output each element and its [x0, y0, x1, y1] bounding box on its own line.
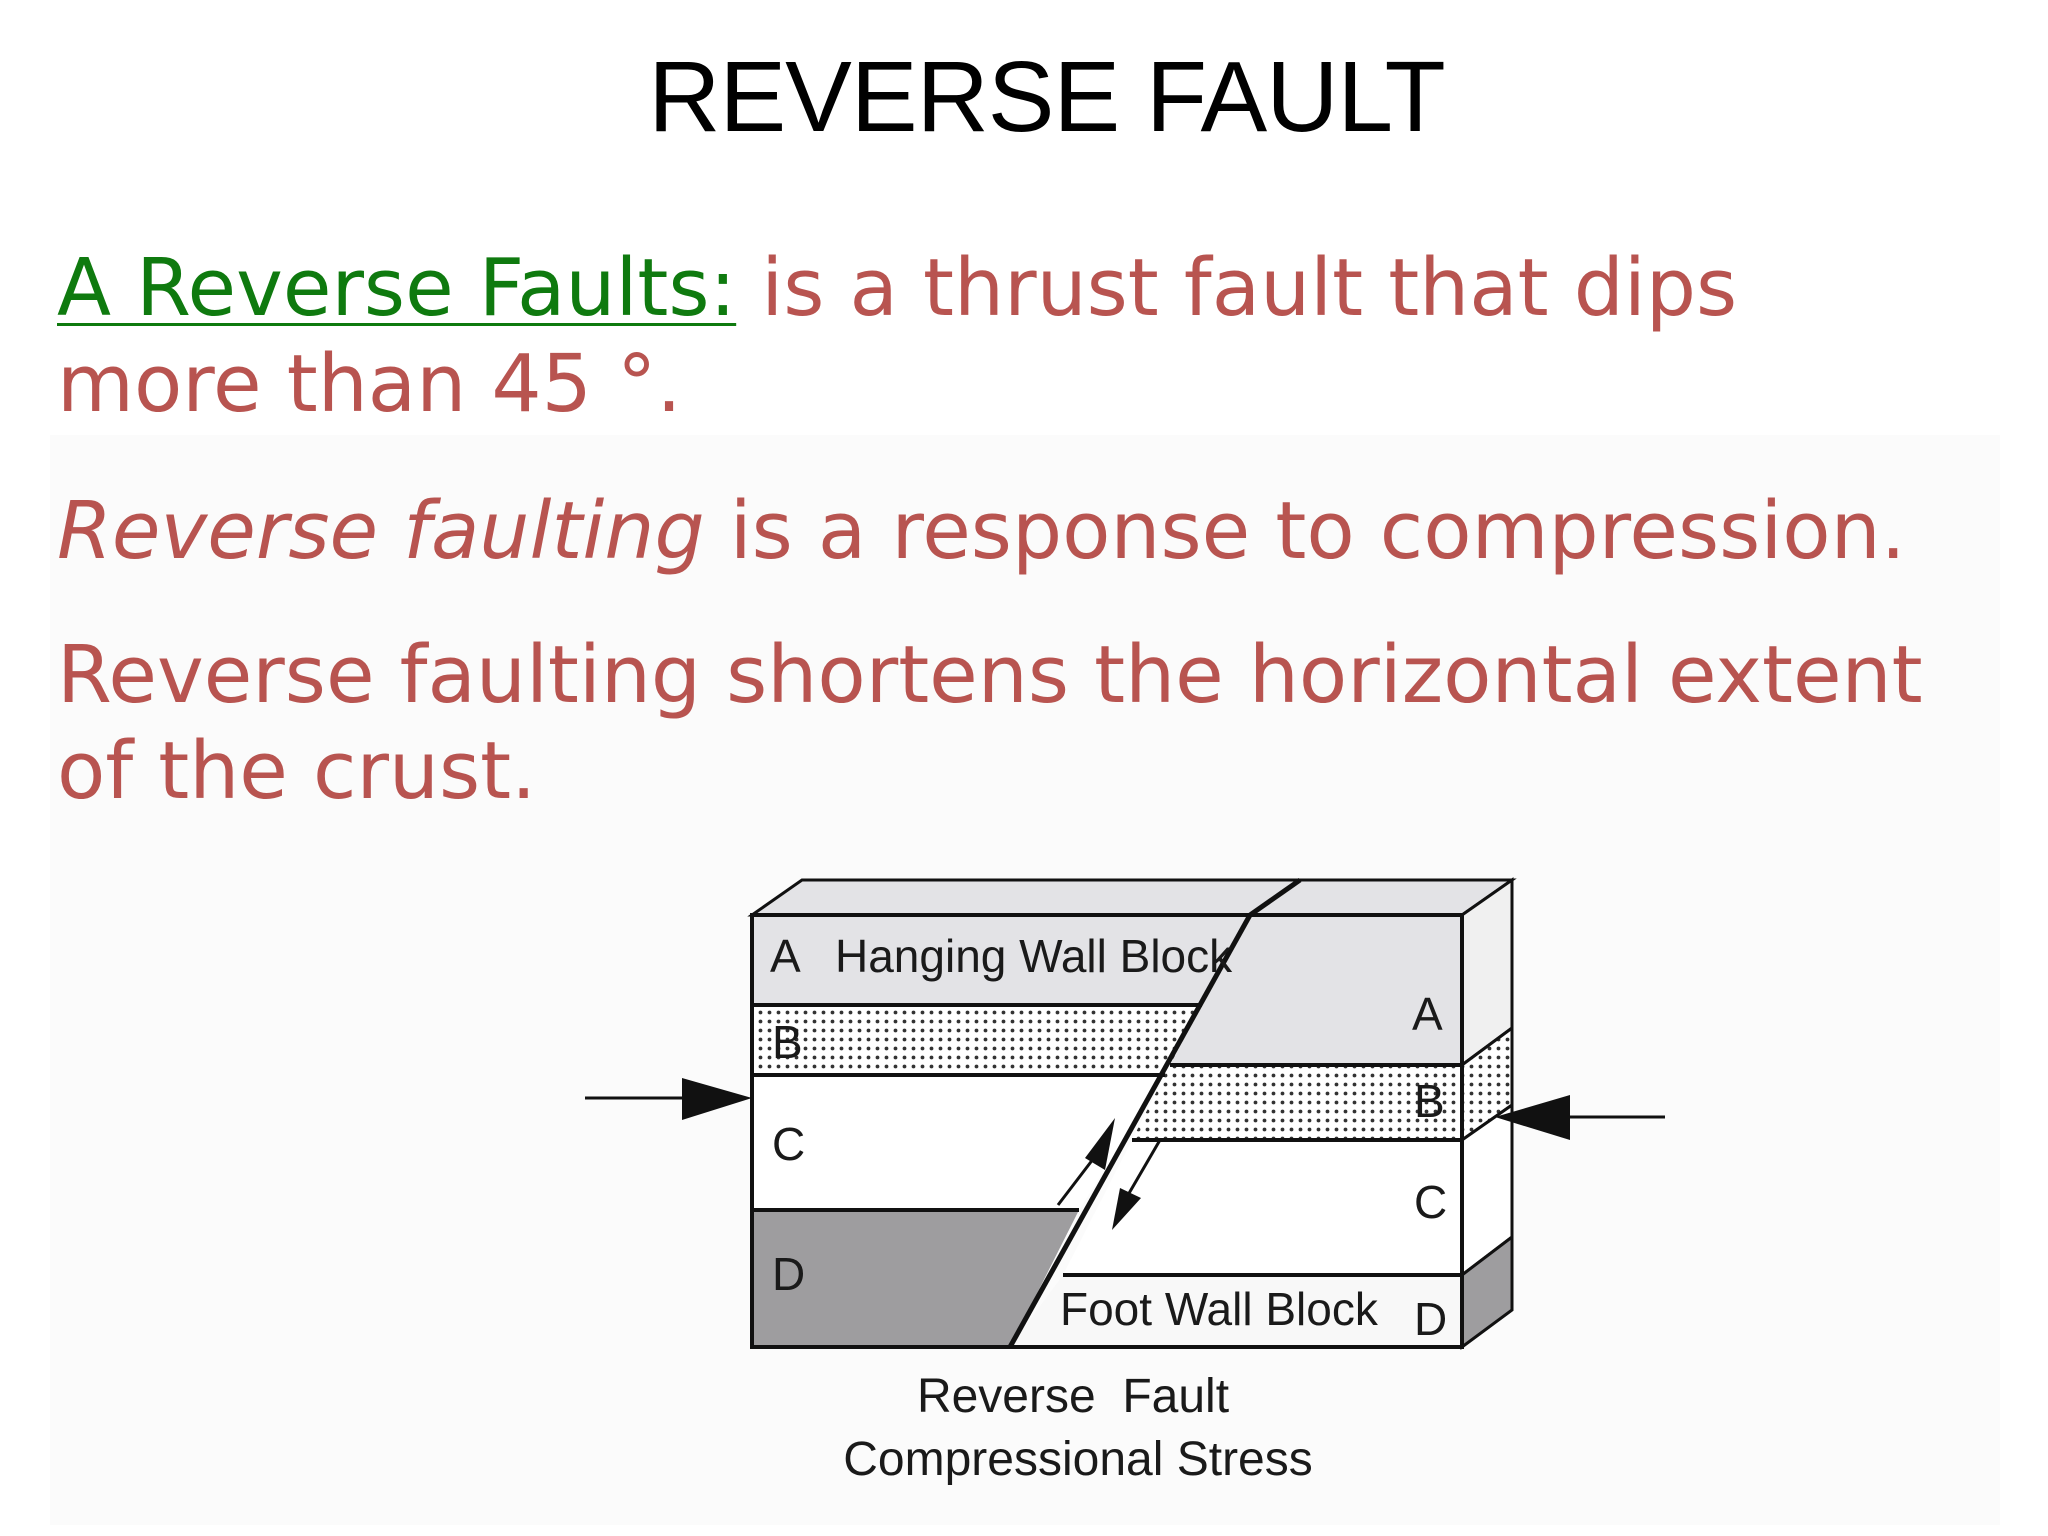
right-label-b: B: [1414, 1075, 1445, 1127]
foot-wall-label: Foot Wall Block: [1060, 1283, 1379, 1335]
left-label-c: C: [772, 1118, 805, 1170]
definition-text: is a thrust fault that dips: [736, 242, 1738, 334]
hanging-wall-layer-d: [752, 1210, 1079, 1347]
shortening-line-1: Reverse faulting shortens the horizontal…: [57, 629, 1923, 721]
compression-emphasis: Reverse faulting: [57, 485, 705, 577]
shortening-paragraph: Reverse faulting shortens the horizontal…: [57, 627, 1923, 819]
foot-wall-layer-c: [1063, 1140, 1462, 1275]
left-label-b: B: [772, 1016, 803, 1068]
compression-paragraph: Reverse faulting is a response to compre…: [57, 483, 1906, 579]
slide-title: REVERSE FAULT: [648, 41, 1445, 153]
layer-boundaries: [752, 1003, 1462, 1277]
diagram-caption-line-2: Compressional Stress: [843, 1433, 1313, 1486]
diagram-caption-line-1: Reverse Fault: [917, 1370, 1229, 1423]
definition-line-2: more than 45 °.: [57, 338, 682, 430]
fault-plane-top-trace: [1248, 877, 1302, 918]
right-label-d: D: [1414, 1293, 1447, 1345]
hanging-wall-label: Hanging Wall Block: [835, 930, 1233, 982]
hanging-wall-layer-b: [752, 1005, 1202, 1075]
definition-term: A Reverse Faults:: [57, 242, 737, 334]
definition-paragraph: A Reverse Faults: is a thrust fault that…: [57, 240, 1737, 432]
right-compression-arrow: [1495, 1095, 1665, 1140]
fault-plane: [1007, 913, 1253, 1349]
hanging-wall-layer-a: [752, 915, 1250, 1005]
right-label-c: C: [1414, 1176, 1447, 1228]
hanging-wall-layer-c: [752, 1075, 1165, 1210]
left-compression-arrow: [585, 1078, 752, 1120]
hanging-wall-up-arrow: [1056, 1118, 1115, 1206]
foot-wall-layer-a: [1170, 915, 1462, 1065]
left-label-a: A: [770, 930, 801, 982]
foot-wall-down-arrow: [1112, 1139, 1162, 1230]
foot-wall-layer-b: [1132, 1065, 1462, 1140]
shortening-line-2: of the crust.: [57, 725, 537, 817]
compression-text: is a response to compression.: [704, 485, 1906, 577]
left-label-d: D: [772, 1248, 805, 1300]
definition-line-1: A Reverse Faults: is a thrust fault that…: [57, 240, 1737, 336]
foot-wall-layer-d: [1010, 1275, 1462, 1347]
right-label-a: A: [1412, 988, 1443, 1040]
block-top-face: [747, 878, 1517, 917]
block-front-outline: [750, 913, 1464, 1349]
